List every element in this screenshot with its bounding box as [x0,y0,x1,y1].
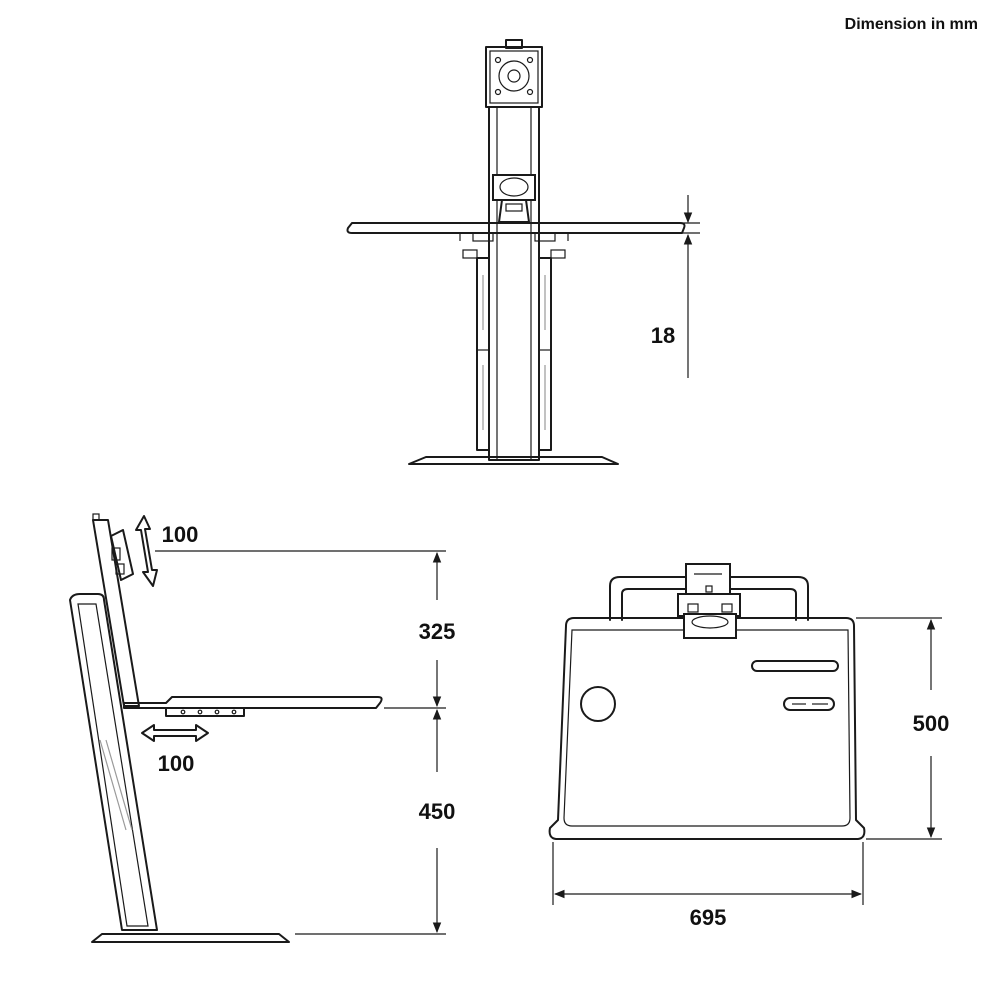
rear-rails [462,249,566,451]
cable-grommet [580,686,616,722]
side-platform [123,696,383,717]
monitor-bracket [485,39,543,108]
top-mount-mechanism [677,563,741,639]
control-buttons [783,697,835,711]
depth-label: 500 [913,711,950,736]
side-base-plate [91,933,290,943]
side-upper-mast [92,513,140,707]
platform-height-label: 450 [419,799,456,824]
monitor-height-label: 325 [419,619,456,644]
side-column [69,593,158,931]
width-label: 695 [690,905,727,930]
side-view: 100 100 325 450 [69,513,456,943]
top-platform [548,617,866,840]
top-view: 500 695 [548,563,950,930]
base-plate-front [408,456,619,465]
pen-slot [751,660,839,672]
support-column [488,106,540,461]
work-platform-front [346,222,686,242]
front-view: 18 [346,39,700,465]
platform-thickness-label: 18 [651,323,675,348]
top-depth-dimension [856,617,942,840]
height-adjust-knob [492,174,536,223]
top-width-dimension [552,842,864,905]
units-note: Dimension in mm [845,16,978,33]
platform-travel-arrow [141,724,209,742]
side-height-dimensions [155,550,446,935]
monitor-travel-arrow [135,515,158,587]
platform-travel-label: 100 [158,751,195,776]
monitor-travel-label: 100 [162,522,199,547]
platform-thickness-dimension [678,195,700,378]
